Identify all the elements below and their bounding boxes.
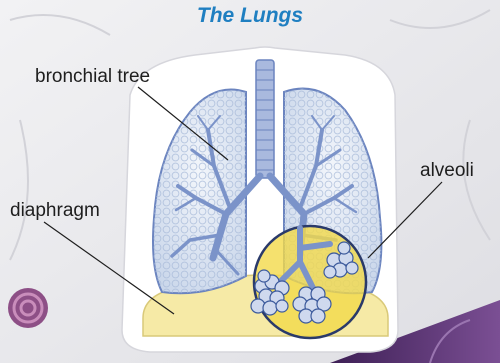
alveoli-cluster-b — [293, 287, 331, 323]
label-bronchial-tree: bronchial tree — [35, 66, 150, 88]
label-diaphragm: diaphragm — [10, 200, 100, 222]
diagram-title: The Lungs — [0, 4, 500, 28]
trachea — [256, 60, 274, 178]
coral-decoration — [8, 288, 48, 328]
label-alveoli: alveoli — [420, 160, 474, 182]
